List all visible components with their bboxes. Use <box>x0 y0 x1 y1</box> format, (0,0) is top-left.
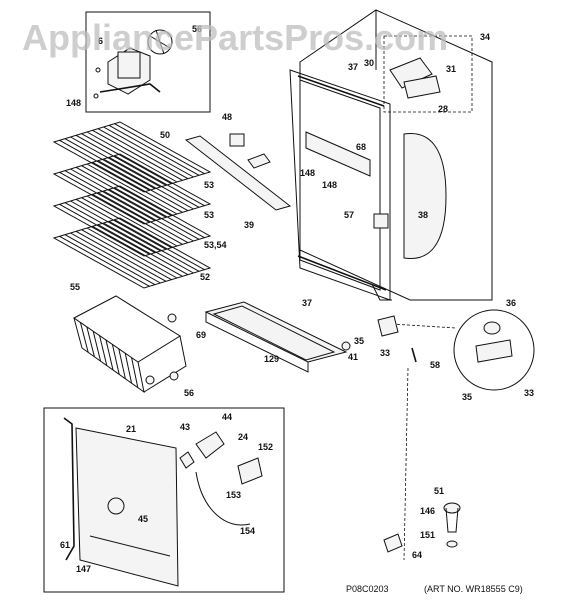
part-label: 38 <box>418 210 428 220</box>
part-label: 146 <box>420 506 435 516</box>
wire-shelves <box>52 121 212 289</box>
leveling-leg <box>383 502 461 553</box>
part-label: 33 <box>524 388 534 398</box>
part-label: 68 <box>356 142 366 152</box>
part-label: 33 <box>380 348 390 358</box>
part-label: 51 <box>434 486 444 496</box>
art-number: (ART NO. WR18555 C9) <box>424 584 523 594</box>
part-label: 36 <box>506 298 516 308</box>
part-label: 129 <box>264 354 279 364</box>
part-label: 53 <box>204 180 214 190</box>
part-label: 53 <box>204 210 214 220</box>
watermark: AppliancePartsPros.com <box>22 17 448 58</box>
part-label: 21 <box>126 424 136 434</box>
part-label: 48 <box>222 112 232 122</box>
part-label: 35 <box>462 392 472 402</box>
freezer-basket <box>73 295 187 394</box>
door-inset <box>43 407 285 593</box>
part-label: 45 <box>138 514 148 524</box>
part-label: 35 <box>354 336 364 346</box>
part-label: 53,54 <box>204 240 227 250</box>
freezer-cabinet <box>289 9 493 301</box>
part-label: 30 <box>364 58 374 68</box>
part-label: 64 <box>412 550 422 560</box>
part-label: 56 <box>184 388 194 398</box>
part-label: 56 <box>192 24 202 34</box>
shelf-rail <box>184 133 292 211</box>
part-label: 152 <box>258 442 273 452</box>
part-label: 34 <box>480 32 490 42</box>
part-label: 69 <box>196 330 206 340</box>
part-label: 148 <box>322 180 337 190</box>
part-labels: 6 56 34 37 30 31 28 148 48 50 68 148 148… <box>60 24 534 574</box>
part-label: 58 <box>430 360 440 370</box>
part-label: 148 <box>300 168 315 178</box>
part-label: 37 <box>348 62 358 72</box>
part-label: 37 <box>302 298 312 308</box>
toe-grille <box>204 301 348 373</box>
part-label: 148 <box>66 98 81 108</box>
fan-motor-inset <box>85 11 211 113</box>
part-label: 153 <box>226 490 241 500</box>
part-label: 6 <box>98 36 103 46</box>
part-label: 61 <box>60 540 70 550</box>
part-label: 24 <box>238 432 248 442</box>
hinge-detail <box>341 309 535 561</box>
part-label: 41 <box>348 352 358 362</box>
part-label: 147 <box>76 564 91 574</box>
part-label: 39 <box>244 220 254 230</box>
part-label: 55 <box>70 282 80 292</box>
part-label: 44 <box>222 412 232 422</box>
part-label: 50 <box>160 130 170 140</box>
part-label: 43 <box>180 422 190 432</box>
part-label: 31 <box>446 64 456 74</box>
part-label: 28 <box>438 104 448 114</box>
part-label: 57 <box>344 210 354 220</box>
part-label: 52 <box>200 272 210 282</box>
part-label: 151 <box>420 530 435 540</box>
drawing-code: P08C0203 <box>346 584 389 594</box>
part-label: 154 <box>240 526 255 536</box>
